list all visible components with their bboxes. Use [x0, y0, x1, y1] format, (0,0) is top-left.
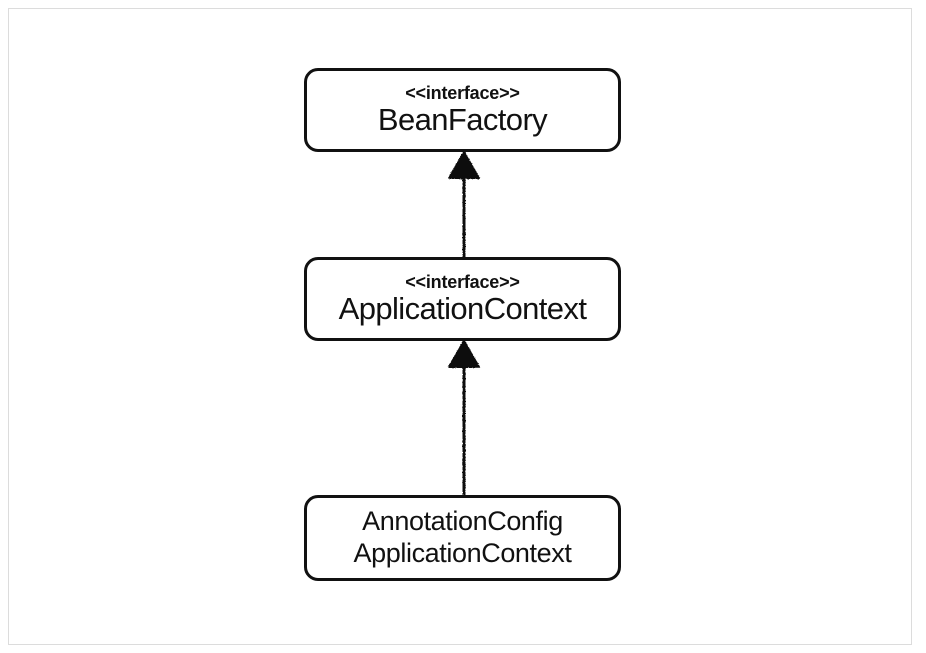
uml-node-name-line1: AnnotationConfig [362, 506, 563, 537]
edge-annotationconfig-to-applicationcontext [448, 340, 480, 495]
uml-node-name: BeanFactory [377, 101, 548, 137]
uml-node-name-line2: ApplicationContext [353, 538, 572, 568]
uml-node-name: ApplicationContext [338, 290, 587, 326]
uml-node-applicationcontext[interactable]: <<interface>> ApplicationContext [304, 257, 621, 341]
diagram-canvas-frame: <<interface>> BeanFactory <<interface>> … [8, 8, 912, 645]
uml-node-beanfactory[interactable]: <<interface>> BeanFactory [304, 68, 621, 152]
uml-class-diagram: <<interface>> BeanFactory <<interface>> … [9, 9, 913, 646]
edge-applicationcontext-to-beanfactory [448, 151, 480, 257]
uml-node-stereotype: <<interface>> [405, 82, 520, 103]
uml-node-annotationconfigapplicationcontext[interactable]: AnnotationConfig ApplicationContext [304, 495, 621, 581]
uml-node-stereotype: <<interface>> [405, 271, 520, 292]
